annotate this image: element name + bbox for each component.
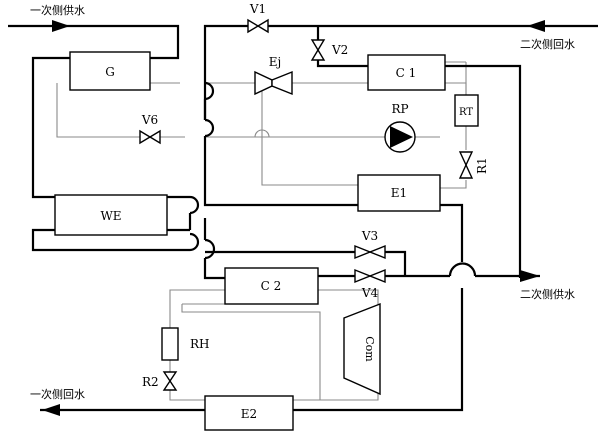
primary-supply-in-label: 一次侧供水	[30, 3, 85, 17]
svg-text:V1: V1	[249, 2, 266, 16]
compressor-icon: Com	[343, 302, 381, 396]
secondary-return-in-label: 二次侧回水	[520, 37, 575, 51]
valve-V1-icon: V1	[247, 2, 269, 34]
thin-hop	[254, 129, 270, 138]
component-RT: RT	[454, 94, 479, 127]
svg-text:C 1: C 1	[396, 66, 417, 80]
component-E2: E2	[204, 395, 294, 431]
flow-arrows	[42, 20, 545, 416]
svg-text:RT: RT	[459, 107, 473, 118]
arrow-primary-supply-in	[52, 20, 70, 32]
valve-V6-icon: V6	[139, 113, 161, 145]
svg-text:V3: V3	[361, 229, 378, 243]
water-pipes	[8, 24, 598, 412]
svg-text:RH: RH	[190, 337, 210, 351]
svg-text:C 2: C 2	[261, 279, 282, 293]
svg-text:RP: RP	[391, 102, 408, 116]
auxiliary-thin-circuits	[56, 61, 467, 401]
ejector-icon: Ej	[254, 55, 293, 96]
component-WE: WE	[54, 194, 168, 236]
pipe-crossover-hops	[188, 81, 477, 277]
component-C2: C 2	[224, 267, 319, 305]
component-G: G	[69, 51, 151, 91]
svg-text:Ej: Ej	[269, 55, 281, 69]
svg-text:V2: V2	[331, 43, 348, 57]
svg-text:G: G	[105, 65, 115, 79]
pump-icon: RP	[384, 102, 416, 153]
arrow-secondary-supply-out	[520, 270, 540, 282]
component-E1: E1	[357, 174, 441, 212]
svg-text:V6: V6	[141, 113, 158, 127]
primary-return-out-label: 一次侧回水	[30, 387, 85, 401]
arrow-secondary-return-in	[527, 20, 545, 32]
svg-text:V4: V4	[361, 286, 379, 300]
valve-R1-icon: R1	[458, 151, 489, 179]
component-RH: RH	[161, 327, 210, 361]
svg-text:Com: Com	[363, 336, 376, 362]
valve-R2-icon: R2	[142, 371, 178, 391]
svg-text:E2: E2	[241, 407, 257, 421]
valve-V3-icon: V3	[354, 229, 386, 260]
secondary-supply-out-label: 二次侧供水	[520, 287, 575, 301]
svg-text:E1: E1	[391, 186, 407, 200]
svg-text:WE: WE	[100, 209, 121, 223]
svg-text:R1: R1	[475, 157, 489, 174]
component-C1: C 1	[367, 54, 446, 91]
arrow-primary-return-out	[42, 404, 60, 416]
svg-text:R2: R2	[142, 375, 159, 389]
valve-V2-icon: V2	[310, 39, 348, 61]
valve-V4-icon: V4	[354, 268, 386, 300]
